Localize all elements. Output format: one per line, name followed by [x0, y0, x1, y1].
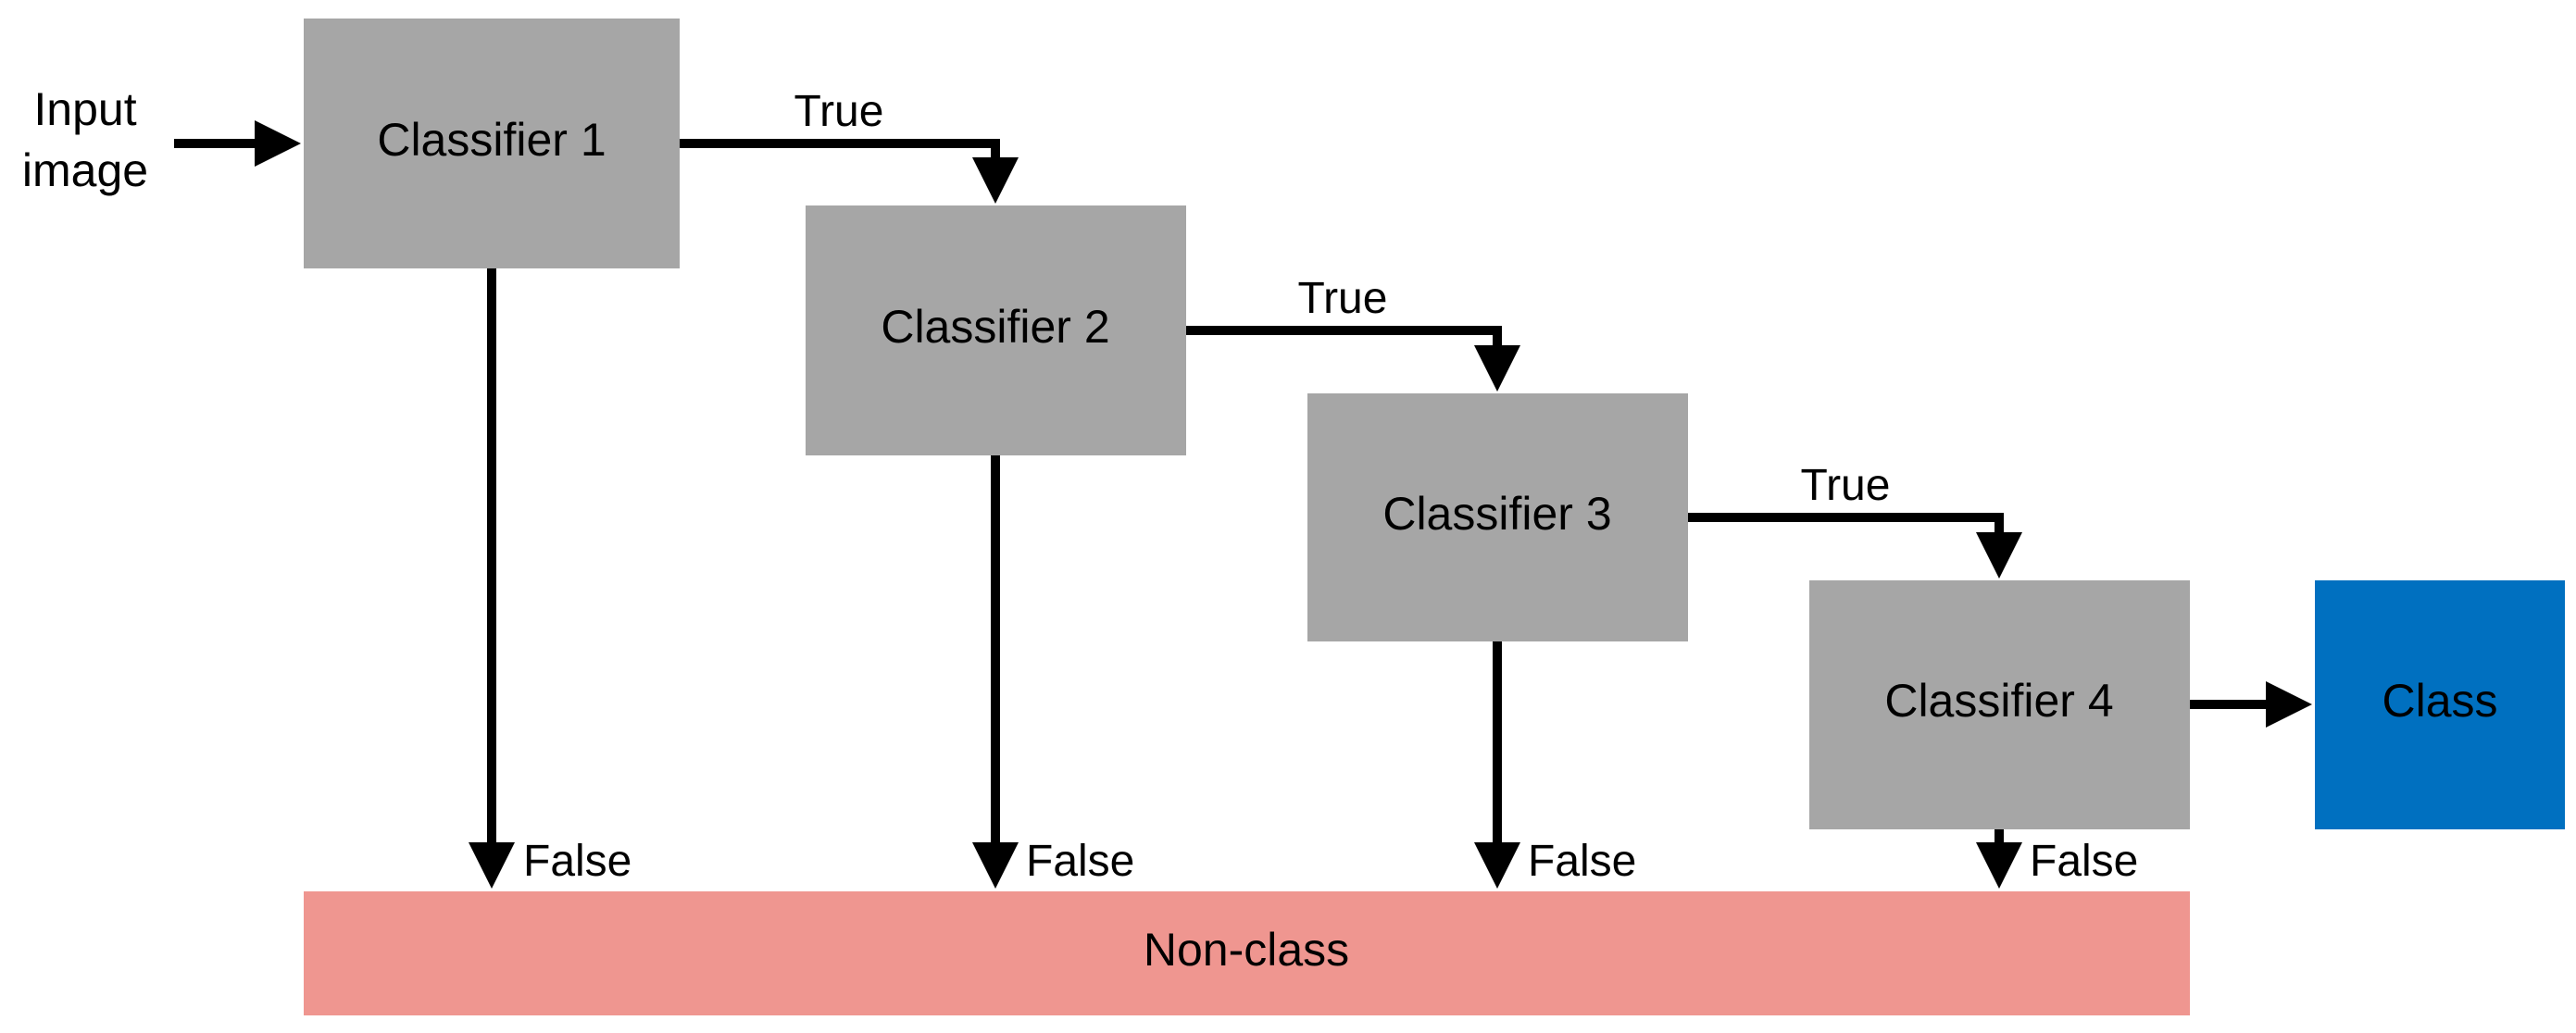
- nonclass-bar: [304, 891, 2190, 1015]
- class-box: [2315, 580, 2565, 829]
- classifier-1-box: [304, 19, 680, 268]
- true-arrow-1: [680, 139, 1019, 204]
- false-label-4: False: [2030, 837, 2138, 886]
- false-label-2: False: [1026, 837, 1134, 886]
- classifier-4-box: [1809, 580, 2190, 829]
- nonclass-label: Non-class: [1144, 924, 1349, 976]
- input-label-line1: Input: [33, 83, 136, 135]
- true-label-3: True: [1801, 461, 1891, 510]
- classifier-3-box: [1307, 393, 1688, 641]
- true-arrow-3: [1688, 513, 2022, 579]
- classifier-3-label: Classifier 3: [1382, 488, 1611, 540]
- true-label-2: True: [1298, 274, 1388, 323]
- class-label: Class: [2382, 675, 2497, 727]
- false-label-1: False: [523, 837, 631, 886]
- classifier-4-label: Classifier 4: [1884, 675, 2113, 727]
- classifier-2-box: [806, 205, 1186, 455]
- classifier-1-label: Classifier 1: [377, 114, 606, 166]
- true-arrow-2: [1186, 326, 1520, 392]
- false-label-3: False: [1528, 837, 1636, 886]
- true-label-1: True: [794, 87, 884, 136]
- classifier-2-label: Classifier 2: [881, 301, 1109, 353]
- input-label-line2: image: [22, 144, 148, 196]
